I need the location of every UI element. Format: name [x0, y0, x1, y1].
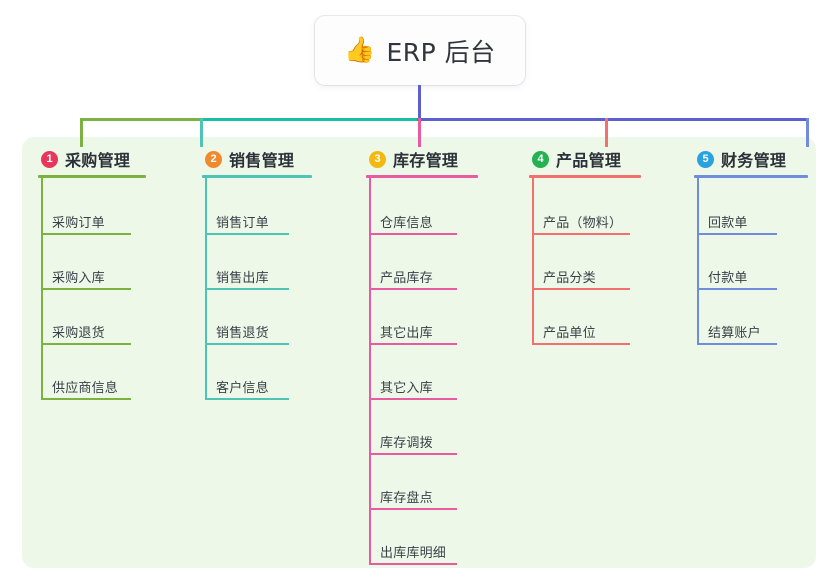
- leaf-item-rule: [41, 233, 131, 235]
- branch-number-badge: 2: [205, 150, 222, 168]
- branch-title: 产品管理: [556, 151, 622, 170]
- leaf-item-rule: [205, 233, 289, 235]
- branch-header-rule: [202, 175, 312, 178]
- leaf-item-rule: [369, 508, 457, 510]
- branch-title: 财务管理: [721, 151, 787, 170]
- branch-drop-3: [418, 118, 421, 147]
- leaf-item-label[interactable]: 产品（物料）: [543, 216, 623, 231]
- trunk-segment-indigo: [417, 118, 807, 121]
- leaf-item-label[interactable]: 结算账户: [708, 326, 761, 341]
- leaf-item-rule: [369, 453, 457, 455]
- trunk-segment-green: [80, 118, 202, 121]
- branch-header-rule: [529, 175, 641, 178]
- leaf-item-label[interactable]: 销售出库: [216, 271, 269, 286]
- leaf-item-rule: [205, 288, 289, 290]
- leaf-item-label[interactable]: 库存调拨: [380, 436, 433, 451]
- leaf-item-rule: [532, 233, 630, 235]
- leaf-item-rule: [205, 343, 289, 345]
- branch-number-badge: 4: [532, 150, 549, 168]
- branch-number-badge: 5: [697, 150, 714, 168]
- leaf-item-label[interactable]: 产品分类: [543, 271, 596, 286]
- branch-title: 销售管理: [229, 151, 295, 170]
- leaf-item-label[interactable]: 供应商信息: [52, 381, 119, 396]
- branch-header-4[interactable]: 4 产品管理: [529, 147, 621, 171]
- leaf-item-rule: [532, 343, 630, 345]
- branch-header-5[interactable]: 5 财务管理: [694, 147, 786, 171]
- branch-spine: [369, 175, 371, 564]
- branch-title: 库存管理: [393, 151, 459, 170]
- leaf-item-rule: [369, 233, 457, 235]
- branch-drop-4: [605, 118, 608, 147]
- leaf-item-label[interactable]: 付款单: [708, 271, 748, 286]
- branch-header-rule: [38, 175, 146, 178]
- branch-spine: [532, 175, 534, 344]
- branch-number-badge: 3: [369, 150, 386, 168]
- leaf-item-label[interactable]: 仓库信息: [380, 216, 433, 231]
- leaf-item-rule: [697, 343, 777, 345]
- branch-drop-5: [806, 118, 809, 147]
- branch-number-badge: 1: [41, 150, 58, 168]
- leaf-item-rule: [41, 398, 131, 400]
- branch-drop-2: [200, 118, 203, 147]
- leaf-item-label[interactable]: 销售退货: [216, 326, 269, 341]
- leaf-item-label[interactable]: 回款单: [708, 216, 748, 231]
- branch-header-rule: [366, 175, 478, 178]
- leaf-item-rule: [369, 398, 457, 400]
- diagram-panel-background: [22, 137, 816, 568]
- branch-title: 采购管理: [65, 151, 131, 170]
- leaf-item-rule: [532, 288, 630, 290]
- leaf-item-rule: [41, 343, 131, 345]
- leaf-item-label[interactable]: 库存盘点: [380, 491, 433, 506]
- branch-header-2[interactable]: 2 销售管理: [202, 147, 294, 171]
- thumbs-up-icon: 👍: [344, 36, 376, 64]
- leaf-item-rule: [205, 398, 289, 400]
- leaf-item-label[interactable]: 出库库明细: [380, 546, 447, 561]
- branch-drop-1: [80, 118, 83, 147]
- leaf-item-rule: [369, 563, 457, 565]
- root-node-card[interactable]: 👍 ERP 后台: [315, 16, 525, 85]
- leaf-item-rule: [697, 288, 777, 290]
- leaf-item-rule: [41, 288, 131, 290]
- root-node-content: 👍 ERP 后台: [344, 33, 495, 69]
- trunk-segment-teal: [200, 118, 419, 121]
- leaf-item-label[interactable]: 产品库存: [380, 271, 433, 286]
- branch-spine: [697, 175, 699, 344]
- branch-header-rule: [694, 175, 808, 178]
- branch-header-3[interactable]: 3 库存管理: [366, 147, 458, 171]
- leaf-item-label[interactable]: 产品单位: [543, 326, 596, 341]
- page-title: ERP 后台: [386, 37, 496, 67]
- branch-header-1[interactable]: 1 采购管理: [38, 147, 130, 171]
- leaf-item-label[interactable]: 采购退货: [52, 326, 105, 341]
- leaf-item-label[interactable]: 客户信息: [216, 381, 269, 396]
- leaf-item-label[interactable]: 其它入库: [380, 381, 433, 396]
- branch-spine: [205, 175, 207, 399]
- branch-spine: [41, 175, 43, 399]
- leaf-item-rule: [369, 343, 457, 345]
- trunk-stem: [418, 85, 421, 120]
- leaf-item-rule: [369, 288, 457, 290]
- leaf-item-label[interactable]: 采购入库: [52, 271, 105, 286]
- leaf-item-rule: [697, 233, 777, 235]
- leaf-item-label[interactable]: 销售订单: [216, 216, 269, 231]
- leaf-item-label[interactable]: 其它出库: [380, 326, 433, 341]
- leaf-item-label[interactable]: 采购订单: [52, 216, 105, 231]
